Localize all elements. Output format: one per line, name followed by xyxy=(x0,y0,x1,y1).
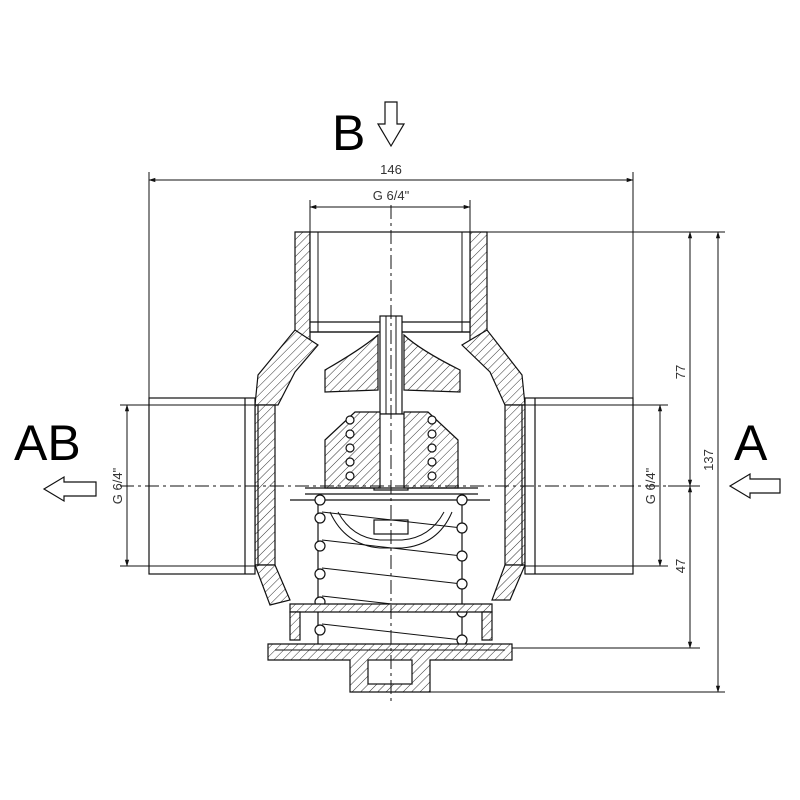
bottom-cap xyxy=(267,603,513,693)
overall-width-label: 146 xyxy=(380,162,402,177)
left-thread-label: G 6/4" xyxy=(110,467,125,504)
port-a-label: A xyxy=(734,415,768,471)
dimension-right-thread xyxy=(633,404,668,567)
right-thread-label: G 6/4" xyxy=(643,467,658,504)
dimension-heights xyxy=(430,231,725,693)
upper-height-label: 77 xyxy=(673,365,688,379)
lower-height-label: 47 xyxy=(673,559,688,573)
dimension-top-thread xyxy=(309,200,471,232)
port-ab-label: AB xyxy=(14,415,81,471)
dimension-left-thread xyxy=(120,404,149,567)
main-spring xyxy=(314,494,468,658)
top-port xyxy=(309,231,471,333)
port-ab-flow-arrow xyxy=(42,475,97,503)
right-port xyxy=(521,397,634,575)
dimension-overall-width xyxy=(148,172,634,398)
port-b-flow-arrow xyxy=(376,101,406,148)
total-height-label: 137 xyxy=(701,449,716,471)
port-a-flow-arrow xyxy=(728,472,781,500)
top-thread-label: G 6/4" xyxy=(373,188,410,203)
center-lines xyxy=(120,205,670,705)
upper-spring-coils xyxy=(345,415,437,481)
port-b-label: B xyxy=(332,105,365,161)
